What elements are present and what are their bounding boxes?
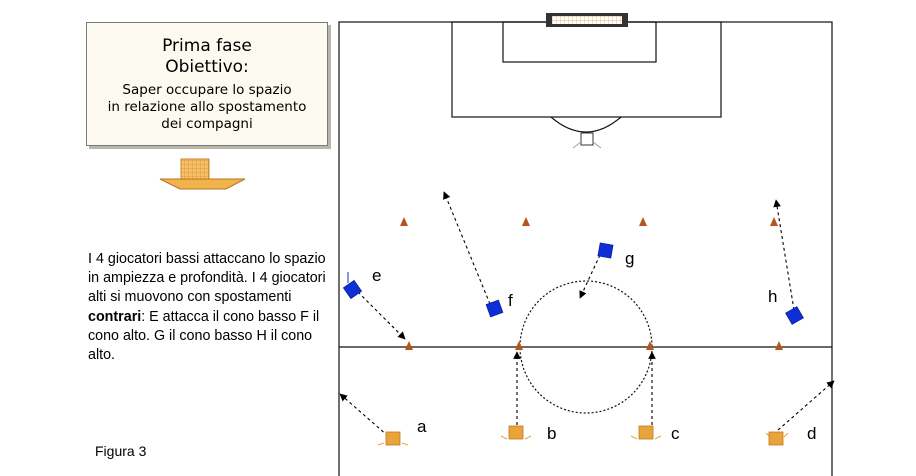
player-e	[342, 272, 363, 300]
cone-icon	[770, 217, 778, 226]
player-label-d: d	[807, 424, 816, 443]
player-label-h: h	[768, 287, 777, 306]
cone-icon	[646, 341, 654, 350]
player-label-f: f	[508, 291, 513, 310]
cone-icon	[405, 341, 413, 350]
player-label-g: g	[625, 249, 634, 268]
penalty-spot-marker	[572, 132, 602, 149]
figure-caption: Figura 3	[95, 443, 147, 459]
player-b	[500, 425, 532, 440]
high-players	[342, 242, 804, 325]
player-label-e: e	[372, 266, 381, 285]
title-objective-line1: Saper occupare lo spazio	[122, 82, 292, 98]
cones	[400, 217, 783, 350]
description-bold: contrari	[88, 308, 142, 325]
title-objective-line2: in relazione allo spostamento	[107, 99, 307, 115]
player-d	[765, 431, 789, 446]
cone-icon	[639, 217, 647, 226]
player-label-b: b	[547, 424, 556, 443]
title-objective-line3: dei compagni	[161, 116, 253, 132]
player-f	[485, 299, 504, 318]
cone-icon	[400, 217, 408, 226]
title-phase: Prima fase	[162, 36, 252, 56]
title-box: Prima fase Obiettivo: Saper occupare lo …	[86, 22, 328, 146]
title-objective: Obiettivo:	[165, 57, 249, 77]
player-label-c: c	[671, 424, 680, 443]
goal-net-icon	[546, 13, 628, 27]
player-label-a: a	[417, 417, 427, 436]
cone-icon	[522, 217, 530, 226]
description-part1: I 4 giocatori bassi attaccano lo spazio …	[88, 251, 326, 306]
player-h	[785, 306, 804, 325]
low-players	[377, 425, 789, 446]
player-c	[630, 425, 662, 440]
field-lines	[338, 21, 833, 476]
exercise-description: I 4 giocatori bassi attaccano lo spazio …	[88, 250, 333, 365]
cone-icon	[515, 341, 523, 350]
player-a	[377, 431, 409, 446]
cone-icon	[775, 341, 783, 350]
description-part2: : E attacca il cono basso F il cono alto…	[88, 308, 320, 364]
player-g	[597, 242, 614, 259]
down-arrow-icon	[159, 158, 246, 190]
movement-arrows	[339, 191, 835, 437]
